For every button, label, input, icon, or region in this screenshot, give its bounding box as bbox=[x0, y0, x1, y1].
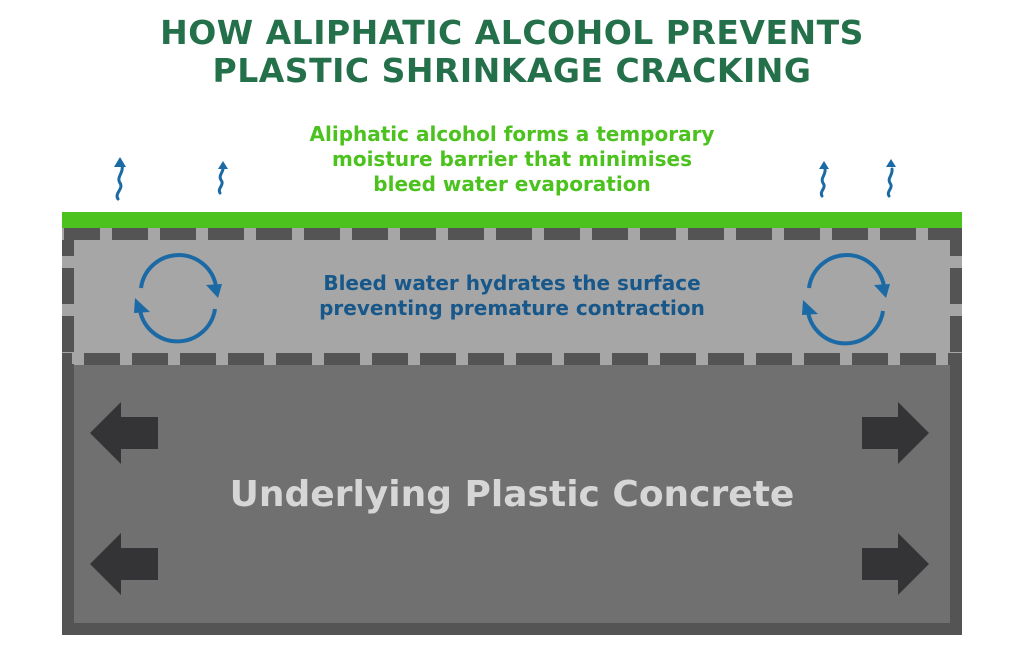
cycle-arrowheads-left bbox=[134, 284, 222, 313]
barrier-label-line: Aliphatic alcohol forms a temporary bbox=[309, 122, 715, 146]
cycle-icon-right bbox=[806, 253, 886, 346]
page-title: HOW ALIPHATIC ALCOHOL PREVENTS PLASTIC S… bbox=[0, 14, 1024, 90]
title-line: HOW ALIPHATIC ALCOHOL PREVENTS bbox=[160, 13, 864, 52]
bleed-label-line: Bleed water hydrates the surface bbox=[323, 271, 701, 295]
evaporation-arrowhead-icon bbox=[114, 157, 896, 169]
bleed-water-label: Bleed water hydrates the surface prevent… bbox=[250, 271, 774, 321]
barrier-label-line: moisture barrier that minimises bbox=[332, 147, 692, 171]
bleed-label-line: preventing premature contraction bbox=[319, 296, 705, 320]
bleed-water-layer bbox=[62, 228, 962, 365]
barrier-label: Aliphatic alcohol forms a temporary mois… bbox=[250, 122, 774, 197]
concrete-label: Underlying Plastic Concrete bbox=[229, 474, 795, 515]
cycle-icon-left bbox=[138, 253, 218, 344]
arrow-left-icon bbox=[90, 533, 158, 595]
barrier-label-line: bleed water evaporation bbox=[373, 172, 651, 196]
arrow-right-icon bbox=[862, 533, 929, 595]
evaporation-arrow-icon bbox=[115, 163, 894, 201]
arrow-left-icon bbox=[90, 402, 158, 464]
moisture-barrier bbox=[62, 212, 962, 228]
arrow-right-icon bbox=[862, 402, 929, 464]
cycle-arrowheads-right bbox=[802, 284, 890, 315]
title-line: PLASTIC SHRINKAGE CRACKING bbox=[212, 51, 812, 90]
plastic-concrete-layer bbox=[74, 365, 950, 623]
